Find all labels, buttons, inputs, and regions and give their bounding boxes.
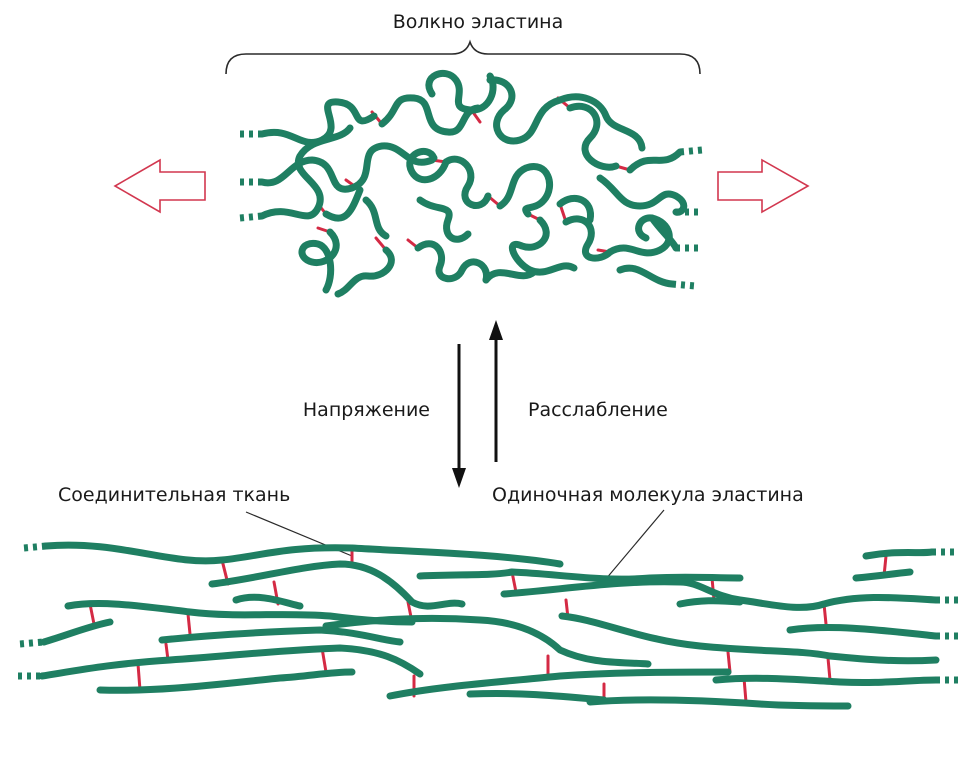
relax-label: Расслабление <box>528 399 668 421</box>
relax-arrow <box>489 320 503 462</box>
left-stretch-arrow <box>115 160 205 212</box>
right-stretch-arrow <box>718 160 808 212</box>
elastin-fiber-label: Волкно эластина <box>393 11 564 33</box>
crosslink-label: Соединительная ткань <box>58 484 290 506</box>
stretch-label: Напряжение <box>303 399 430 421</box>
single-molecule-label: Одиночная молекула эластина <box>492 484 804 506</box>
stretched-elastin-network <box>18 545 960 706</box>
stretch-arrow <box>452 344 466 488</box>
relaxed-elastin-network <box>240 73 702 294</box>
fiber-bracket <box>226 42 700 74</box>
